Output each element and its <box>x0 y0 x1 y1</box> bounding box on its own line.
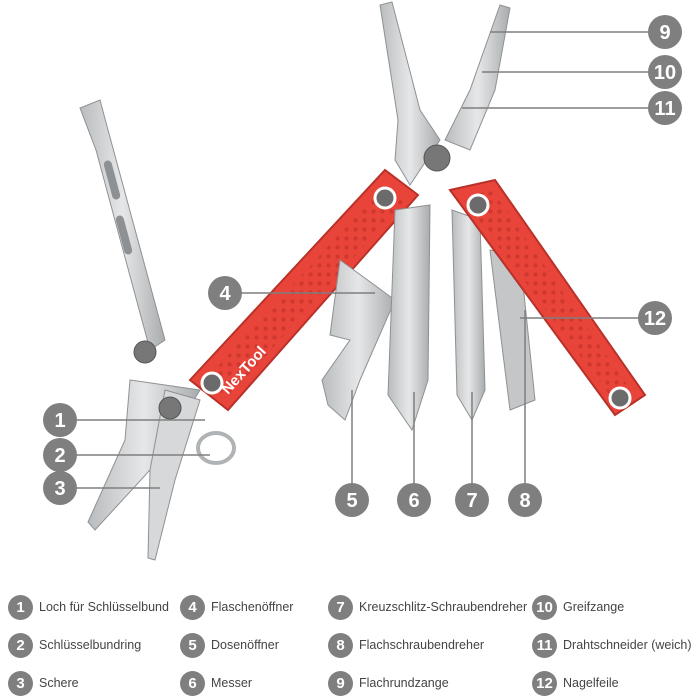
legend-label: Messer <box>211 676 252 690</box>
legend-label: Flaschenöffner <box>211 600 294 614</box>
svg-text:9: 9 <box>659 22 670 44</box>
legend-badge: 10 <box>532 594 557 620</box>
legend-badge: 5 <box>180 632 205 658</box>
svg-text:12: 12 <box>644 308 666 330</box>
callout-badges: 1 2 3 4 5 6 7 8 9 10 11 12 <box>43 15 682 517</box>
legend-badge: 6 <box>180 670 205 696</box>
screw-icon <box>373 186 397 210</box>
legend-badge: 8 <box>328 632 353 658</box>
callout-badge-10: 10 <box>648 55 682 89</box>
scissors-slot <box>115 215 133 255</box>
legend-item-7: 7 Kreuzschlitz-Schraubendreher <box>328 592 527 622</box>
svg-text:10: 10 <box>654 62 676 84</box>
legend-label: Flachrundzange <box>359 676 449 690</box>
legend-item-8: 8 Flachschraubendreher <box>328 630 484 660</box>
legend-item-5: 5 Dosenöffner <box>180 630 279 660</box>
legend-label: Schere <box>39 676 79 690</box>
callout-badge-6: 6 <box>397 483 431 517</box>
legend-item-12: 12 Nagelfeile <box>532 668 619 698</box>
legend-badge: 11 <box>532 632 557 658</box>
legend-item-10: 10 Greifzange <box>532 592 624 622</box>
legend-item-2: 2 Schlüsselbundring <box>8 630 141 660</box>
multitool-diagram: NexTool 1 2 3 4 5 6 7 <box>43 1 682 561</box>
legend-badge: 4 <box>180 594 205 620</box>
legend-badge: 1 <box>8 594 33 620</box>
legend-badge: 12 <box>532 670 557 696</box>
scissors <box>79 99 201 561</box>
screw-icon <box>608 386 632 410</box>
svg-text:2: 2 <box>54 445 65 467</box>
svg-text:6: 6 <box>408 490 419 512</box>
legend-label: Drahtschneider (weich) <box>563 638 692 652</box>
right-handle <box>448 178 647 417</box>
svg-text:11: 11 <box>654 98 675 120</box>
svg-text:3: 3 <box>54 478 65 500</box>
legend-item-3: 3 Schere <box>8 668 79 698</box>
scissors-blade <box>147 389 201 561</box>
legend-label: Dosenöffner <box>211 638 279 652</box>
legend-item-11: 11 Drahtschneider (weich) <box>532 630 692 660</box>
pliers <box>379 1 511 186</box>
legend-item-4: 4 Flaschenöffner <box>180 592 293 622</box>
callout-badge-11: 11 <box>648 91 682 125</box>
callout-badge-4: 4 <box>208 276 242 310</box>
key-ring <box>196 431 236 465</box>
legend-item-1: 1 Loch für Schlüsselbund <box>8 592 169 622</box>
legend-label: Loch für Schlüsselbund <box>39 600 169 614</box>
svg-text:1: 1 <box>54 410 65 432</box>
svg-text:8: 8 <box>519 490 530 512</box>
legend-label: Nagelfeile <box>563 676 619 690</box>
svg-text:5: 5 <box>346 490 357 512</box>
legend-badge: 7 <box>328 594 353 620</box>
callout-badge-5: 5 <box>335 483 369 517</box>
legend-item-6: 6 Messer <box>180 668 252 698</box>
svg-text:7: 7 <box>466 490 477 512</box>
legend-label: Greifzange <box>563 600 625 614</box>
pliers-pivot <box>423 144 451 172</box>
left-handle: NexTool <box>188 168 420 412</box>
legend-label: Flachschraubendreher <box>359 638 485 652</box>
callout-badge-8: 8 <box>508 483 542 517</box>
scissors-slot <box>103 160 121 200</box>
callout-badge-12: 12 <box>638 301 672 335</box>
callout-badge-2: 2 <box>43 438 77 472</box>
phillips-screwdriver-tool <box>451 209 486 422</box>
callout-badge-3: 3 <box>43 471 77 505</box>
knife-tool <box>387 204 431 432</box>
legend-label: Schlüsselbundring <box>39 638 142 652</box>
callout-badge-9: 9 <box>648 15 682 49</box>
scissors-pivot <box>158 396 182 420</box>
legend: 1 Loch für Schlüsselbund 2 Schlüsselbund… <box>0 590 700 700</box>
can-opener-tool <box>321 259 396 421</box>
scissors-pivot <box>133 340 157 364</box>
legend-badge: 9 <box>328 670 353 696</box>
legend-label: Kreuzschlitz-Schraubendreher <box>359 600 528 614</box>
svg-text:4: 4 <box>219 283 231 305</box>
legend-badge: 3 <box>8 670 33 696</box>
screw-icon <box>200 371 224 395</box>
callout-lines <box>75 31 650 489</box>
legend-badge: 2 <box>8 632 33 658</box>
screw-icon <box>466 193 490 217</box>
callout-badge-1: 1 <box>43 403 77 437</box>
legend-item-9: 9 Flachrundzange <box>328 668 449 698</box>
callout-badge-7: 7 <box>455 483 489 517</box>
